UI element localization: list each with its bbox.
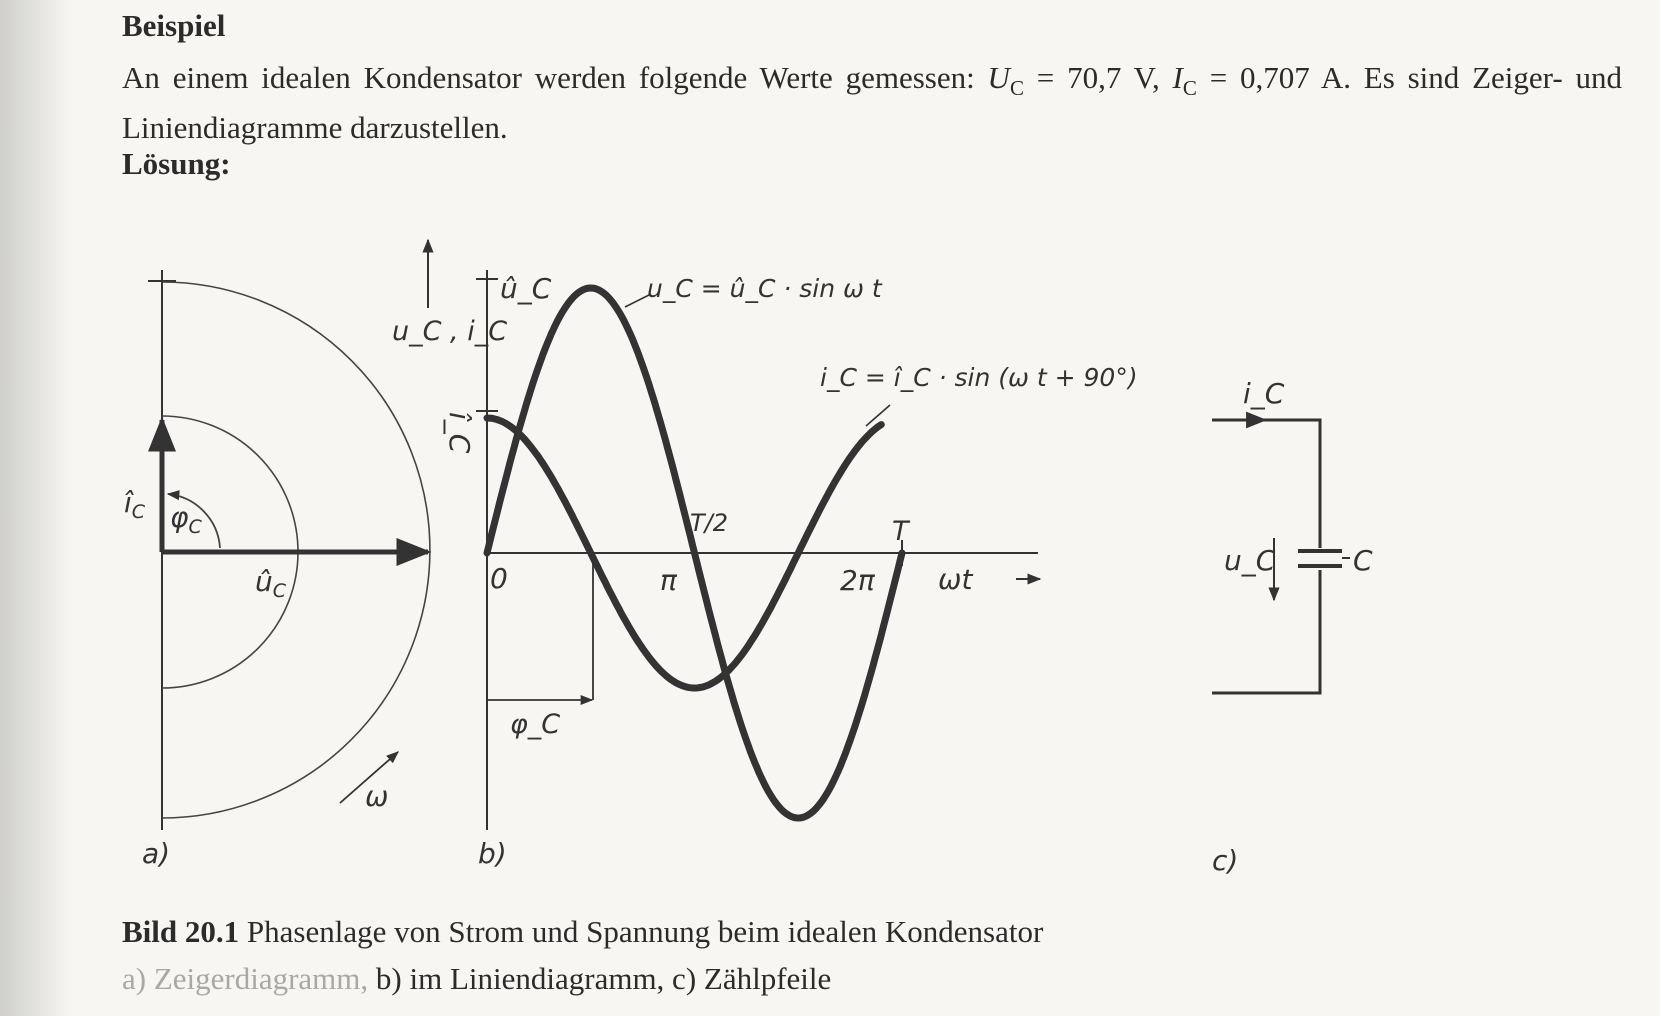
line-diagram: u_C , i_C û_C î_C u_C = û_C · sin ω t i_…	[392, 238, 1138, 870]
circuit-top-wire	[1212, 418, 1322, 548]
example-heading: Beispiel	[122, 8, 226, 43]
label-b: b)	[478, 837, 507, 870]
caption-parts-b-c: b) im Liniendiagramm, c) Zählpfeile	[368, 961, 832, 996]
page-binding-shadow	[0, 0, 70, 1016]
figure-caption-line-2: a) Zeigerdiagramm, b) im Liniendiagramm,…	[122, 959, 831, 999]
current-symbol: I	[1172, 60, 1183, 95]
voltage-curve	[483, 284, 906, 822]
current-value-and-task: = 0,707 A. Es sind Zeiger- und Liniendia…	[122, 60, 1622, 146]
current-subscript: C	[1182, 76, 1197, 101]
caption-part-a: a) Zeigerdiagramm,	[122, 961, 369, 996]
axis-label-u-i: u_C , i_C	[392, 316, 507, 347]
voltage-subscript: C	[1009, 76, 1024, 101]
voltage-value: = 70,7 V,	[1023, 60, 1173, 95]
period-label: T	[892, 516, 911, 547]
rotation-direction-arrow	[339, 751, 399, 804]
caption-title: Phasenlage von Strom und Spannung beim i…	[239, 914, 1044, 949]
pi-label: π	[660, 564, 678, 597]
two-pi-label: 2π	[840, 564, 876, 597]
figure-caption-line-1: Bild 20.1 Phasenlage von Strom und Spann…	[122, 912, 1043, 952]
omega-t-label: ωt	[938, 563, 973, 596]
figure-number: Bild 20.1	[122, 914, 240, 949]
capacitor-circuit: i_C u_C C c)	[1212, 377, 1373, 877]
phase-angle-arc	[166, 490, 221, 549]
solution-heading: Lösung:	[122, 146, 231, 181]
voltage-formula: u_C = û_C · sin ω t	[647, 274, 883, 303]
problem-statement: An einem idealen Kondensator werden folg…	[122, 58, 1622, 148]
voltage-formula-leader	[624, 293, 652, 308]
current-curve	[483, 414, 885, 692]
omega-label: ω	[365, 780, 388, 813]
voltage-peak-label: û_C	[500, 272, 552, 305]
phasor-diagram: îC φC ûC ω a)	[124, 270, 432, 870]
origin-label: 0	[490, 562, 508, 595]
half-period-label: T/2	[690, 509, 728, 537]
current-formula-leader	[865, 404, 891, 427]
circuit-voltage-label: u_C	[1224, 544, 1276, 577]
phase-shift-label: φ_C	[510, 709, 560, 740]
circuit-current-label: i_C	[1243, 377, 1285, 410]
phasor-voltage-label: ûC	[255, 565, 287, 602]
circuit-bottom-wire	[1212, 570, 1322, 695]
current-peak-label: î_C	[443, 412, 476, 454]
voltage-symbol: U	[987, 60, 1010, 95]
capacitor-label: C	[1353, 544, 1373, 577]
phasor-angle-label: φC	[170, 501, 202, 538]
label-c: c)	[1212, 844, 1238, 877]
current-formula: i_C = î_C · sin (ω t + 90°)	[820, 363, 1138, 392]
problem-text: An einem idealen Kondensator werden folg…	[122, 60, 988, 95]
phasor-current-label: îC	[124, 486, 146, 523]
label-a: a)	[142, 837, 170, 870]
